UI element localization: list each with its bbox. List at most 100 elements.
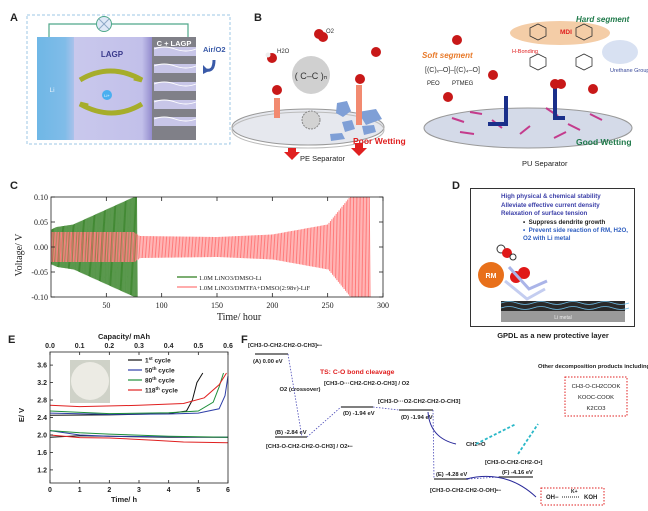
y-tick-label: 0.00 [34,243,48,252]
state-f-formula: [CH3-O-CH2-CH2-O•] [485,460,542,466]
li-anode [37,37,77,140]
other-products-box [564,376,628,417]
chart-c-legend: 1.0M LiNO3/DMSO-Li 1.0M LiNO3/DMTFA+DMSO… [177,275,311,292]
d-bullet-2: • Prevent side reaction of RM, H2O, O2 w… [523,227,628,242]
product-3: K2CO3 [586,406,605,412]
legend-label-red: 1.0M LiNO3/DMTFA+DMSO(2:98v)-LiF [199,285,311,292]
svg-text:OH−: OH− [546,495,559,501]
legend-label-118: 118th cycle [145,386,178,395]
air-inflow-arrow [205,59,216,72]
panel-f-energy-diagram: [CH3-O-CH2-CH2-O-CH3]•− (A) 0.00 eV O2 (… [248,343,648,506]
ion-arrow-bottom [78,101,144,116]
hard-segment-label: Hard segment [576,15,630,24]
state-d-formula: [CH3-O···O2-CH2-CH2-O-CH3] [378,399,461,405]
state-c-formula: [CH3-O···CH2-CH2-O-CH3] / O2 [324,381,409,387]
d-line-1: High physical & chemical stability [501,193,601,200]
x2-tick-label: 0.5 [193,343,203,350]
h-bonding-label: H-Bonding [512,49,538,55]
x-tick-label: 200 [266,301,278,310]
y-tick-label: 2.4 [37,415,47,422]
lagp-label: LAGP [101,50,124,59]
urethane-group-label: Urethane Group [610,68,648,74]
x-tick-label: 3 [137,487,141,494]
x-tick-label: 4 [167,487,171,494]
state-f-energy: (F) -4.16 eV [502,470,533,476]
state-b-energy: (B) -2.84 eV [275,430,307,436]
ts-label: TS: C-O bond cleavage [320,369,395,376]
legend-label-50: 50th cycle [145,366,175,375]
x-tick-label: 0 [48,487,52,494]
molecules [265,29,381,95]
lagp-electrolyte [74,37,154,140]
x-tick-label: 1 [78,487,82,494]
ion-arrow-top [78,68,144,83]
li-metal-layer [501,311,625,322]
mdi-structure [529,23,593,71]
legend-label-80: 80th cycle [145,376,175,385]
membrane-disc [71,362,109,400]
panel-label-e: E [8,334,16,346]
pe-separator-label: PE Separator [300,154,346,163]
y-tick-label: 0.10 [34,193,48,202]
x-tick-label: 2 [107,487,111,494]
svg-text:PEO: PEO [427,81,440,87]
cathode-stripes [153,46,197,126]
x-tick-label: 5 [196,487,200,494]
red-heat-columns [274,85,362,125]
soft-segment-label: Soft segment [422,51,473,60]
panel-label-c: C [10,180,18,192]
dashed-frame [26,14,231,145]
svg-text:O2: O2 [326,29,335,35]
svg-text:H2O: H2O [277,49,290,55]
electrolyte-droplets [330,101,382,141]
y-tick-label: 1.6 [37,450,47,457]
air-o2-label: Air/O2 [203,45,226,54]
x2-tick-label: 0.0 [45,343,55,350]
koh-box [540,487,605,506]
svg-text:K+: K+ [571,489,578,495]
state-c-energy: (D) -1.94 eV [343,411,375,417]
y-tick-label: 0.05 [34,218,48,227]
molecules-right [443,35,598,102]
svg-text:PTMEG: PTMEG [452,81,474,87]
ch2o-label: CH2=O [466,442,486,448]
d-line-3: Relaxation of surface tension [501,210,588,217]
x2-tick-label: 0.6 [223,343,233,350]
crossover-label: O2 (crossover) [280,387,321,393]
pu-separator-label: PU Separator [522,159,568,168]
y-tick-label: -0.10 [31,293,48,302]
decomposition-arrows [475,423,539,455]
chart-c-xlabel: Time/ hour [217,312,262,323]
state-e-energy: (E) -4.28 eV [436,472,467,478]
svg-text:RM: RM [486,273,497,280]
panel-a-battery-schematic: C + LAGP LAGP Li Li+ Air/O2 [26,14,231,145]
d-line-2: Alleviate effective current density [501,201,600,209]
state-e-formula: [CH3-O-CH2-CH2-O-OH]•− [430,488,502,494]
legend-label-1: 1st cycle [145,356,171,365]
deflect-arrow [507,265,548,291]
y-tick-label: -0.05 [31,268,48,277]
product-2: KOOC-COOK [578,395,614,401]
panel-label-a: A [10,12,18,24]
series-red-trace [50,196,371,298]
panel-label-f: F [241,334,248,346]
series-118-charge [49,372,227,408]
cathode-label: C + LAGP [157,39,192,48]
x2-tick-label: 0.3 [134,343,144,350]
x-tick-label: 50 [102,301,110,310]
circuit-wire [48,23,189,38]
li-ion [102,90,112,100]
mdi-label: MDI [560,29,572,36]
panel-b-separator-schematic: ( C–C )ₙ H2O O2 Poor Wetting PE Separato… [231,15,648,168]
panel-d-caption: GPDL as a new protective layer [497,331,609,340]
state-a-formula: [CH3-O-CH2-CH2-O-CH3]•− [248,343,323,349]
x-tick-label: 6 [226,487,230,494]
d-bullet-1: • Suppress dendrite growth [523,219,606,226]
y-tick-label: 1.2 [37,467,47,474]
x2-tick-label: 0.1 [75,343,85,350]
state-a-energy: (A) 0.00 eV [253,359,283,365]
reaction-path [287,353,500,480]
